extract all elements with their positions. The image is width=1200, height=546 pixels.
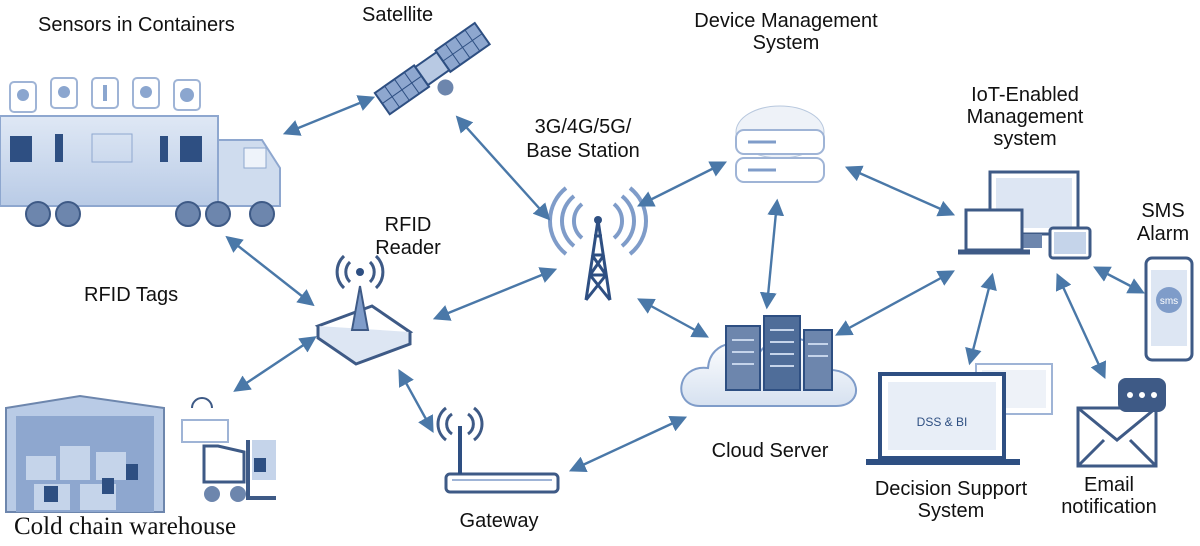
- arrow-truck-reader: [225, 235, 315, 307]
- label-iot-line3: system: [993, 128, 1057, 150]
- arrow-iot-sms: [1093, 266, 1145, 294]
- warehouse-icon: [5, 394, 165, 513]
- arrow-truck-satellite: [282, 95, 376, 136]
- label-dss-line1: Decision Support: [874, 478, 1028, 500]
- label-sensors: Sensors in Containers: [38, 14, 235, 36]
- label-base-line1: 3G/4G/5G/: [534, 116, 632, 138]
- label-satellite: Satellite: [362, 4, 434, 26]
- label-email-line2: notification: [1061, 496, 1157, 518]
- label-cloud-server: Cloud Server: [711, 440, 829, 462]
- label-base-line2: Base Station: [526, 140, 640, 162]
- label-iot-line2: Management: [966, 106, 1084, 128]
- arrow-base-cloud: [637, 298, 709, 338]
- dss-screen-text: DSS & BI: [917, 415, 968, 429]
- arrow-gateway-cloud: [568, 416, 688, 472]
- arrow-satellite-base: [455, 115, 551, 221]
- smartphone-icon: sms: [1144, 256, 1194, 362]
- sms-icon-text: sms: [1160, 296, 1178, 307]
- label-email-line1: Email: [1083, 474, 1134, 496]
- label-gateway: Gateway: [459, 510, 539, 532]
- arrow-iot-email: [1055, 272, 1107, 380]
- email-icon: [1076, 378, 1166, 468]
- label-sms-line1: SMS: [1141, 200, 1185, 222]
- connection-arrows: [225, 95, 1145, 472]
- truck-icon: [0, 77, 281, 227]
- rfid-reader-icon: [314, 254, 414, 366]
- satellite-icon: [373, 21, 492, 116]
- label-dss-line2: System: [917, 500, 985, 522]
- label-warehouse: Cold chain warehouse: [14, 513, 237, 540]
- arrow-cloud-iot: [835, 270, 955, 336]
- antenna-tower-icon: [548, 186, 648, 301]
- label-iot-line1: IoT-Enabled: [971, 84, 1079, 106]
- arrow-warehouse-reader: [233, 336, 317, 392]
- label-rfid-reader-line2: Reader: [375, 237, 441, 259]
- arrow-dms-iot: [844, 165, 956, 217]
- arrow-reader-base: [432, 267, 558, 321]
- label-dms-line1: Device Management: [694, 10, 878, 32]
- label-rfid-tags: RFID Tags: [84, 284, 179, 306]
- arrow-base-dms: [636, 161, 728, 207]
- laptop-icon: DSS & BI: [866, 363, 1053, 465]
- arrow-dms-cloud: [759, 198, 785, 310]
- label-dms-line2: System: [752, 32, 820, 54]
- router-icon: [436, 406, 560, 494]
- label-sms-line2: Alarm: [1136, 223, 1190, 245]
- cloud-server-icon: [680, 315, 858, 407]
- arrow-iot-dss: [965, 272, 997, 366]
- forklift-icon: [181, 397, 276, 502]
- computer-devices-icon: [958, 170, 1092, 260]
- arrow-reader-gateway: [398, 369, 434, 433]
- label-rfid-reader-line1: RFID: [384, 214, 432, 236]
- server-icon: [735, 105, 825, 183]
